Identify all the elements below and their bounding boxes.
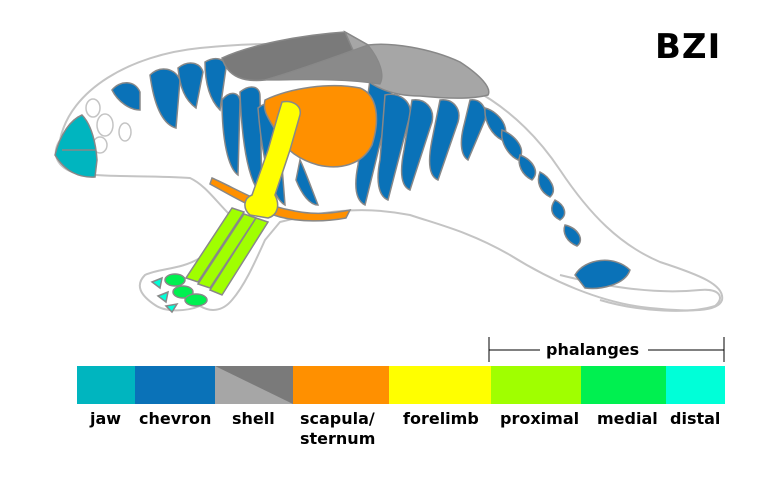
legend-swatch-jaw [77, 366, 135, 404]
shell-inner [264, 44, 383, 85]
legend-label-shell: shell [232, 409, 275, 428]
distal-bone-3 [164, 302, 179, 314]
legend-label-medial: medial [597, 409, 658, 428]
tail-chevron-7 [574, 259, 631, 290]
proximal-bone-1 [184, 207, 246, 283]
rib-6 [377, 93, 411, 202]
proximal-bone-2 [196, 213, 258, 289]
legend-swatch-medial [581, 366, 666, 404]
medial-group [164, 273, 208, 307]
legend-swatch-shell-dark [215, 366, 293, 404]
hind-foot-outline [559, 274, 721, 312]
medial-bone-1 [164, 273, 186, 287]
phalanges-bracket [488, 337, 725, 362]
tail-chevron-4 [537, 170, 554, 198]
legend-label-chevron: chevron [139, 409, 211, 428]
rib-4 [295, 157, 320, 206]
legend-label-sternum: sternum [300, 429, 375, 448]
medial-bone-3 [184, 293, 208, 307]
logo-text: BZI [655, 27, 721, 67]
tail-chevron-6 [563, 224, 582, 247]
tail-chevron-2 [500, 128, 523, 161]
rib-7 [400, 99, 434, 191]
distal-group [150, 276, 179, 314]
legend-label-proximal: proximal [500, 409, 579, 428]
legend-label-jaw: jaw [89, 409, 121, 428]
legend-swatch-distal [666, 366, 725, 404]
proximal-group [184, 207, 270, 296]
legend-swatch-scapula [293, 366, 389, 404]
skull-opening-4 [118, 122, 132, 142]
legend-label-scapula: scapula/ [300, 409, 375, 428]
forelimb-bone [244, 100, 301, 219]
distal-bone-1 [150, 276, 164, 290]
medial-bone-2 [172, 285, 194, 299]
legend-swatch-forelimb [389, 366, 491, 404]
skull-opening-2 [85, 98, 101, 118]
phalanges-label: phalanges [546, 340, 639, 359]
tail-chevron-3 [518, 154, 537, 181]
tail-chevron-5 [550, 199, 566, 221]
chevron-1 [111, 82, 141, 111]
chevron-4 [204, 57, 227, 112]
rib-8 [428, 99, 460, 181]
chevron-2 [149, 68, 181, 129]
chevron-3 [177, 62, 204, 110]
legend-swatch-proximal [491, 366, 581, 404]
proximal-bone-3 [208, 217, 270, 296]
chevron-group [111, 57, 631, 290]
legend-label-distal: distal [670, 409, 720, 428]
skull-opening-1 [96, 113, 114, 137]
rib-9 [460, 99, 487, 162]
legend-swatch-chevron [135, 366, 215, 404]
legend-label-forelimb: forelimb [403, 409, 479, 428]
jaw-bone [54, 114, 98, 178]
legend: jaw chevron shell scapula/ sternum forel… [77, 366, 725, 448]
rib-1 [221, 92, 241, 177]
distal-bone-2 [156, 290, 170, 304]
